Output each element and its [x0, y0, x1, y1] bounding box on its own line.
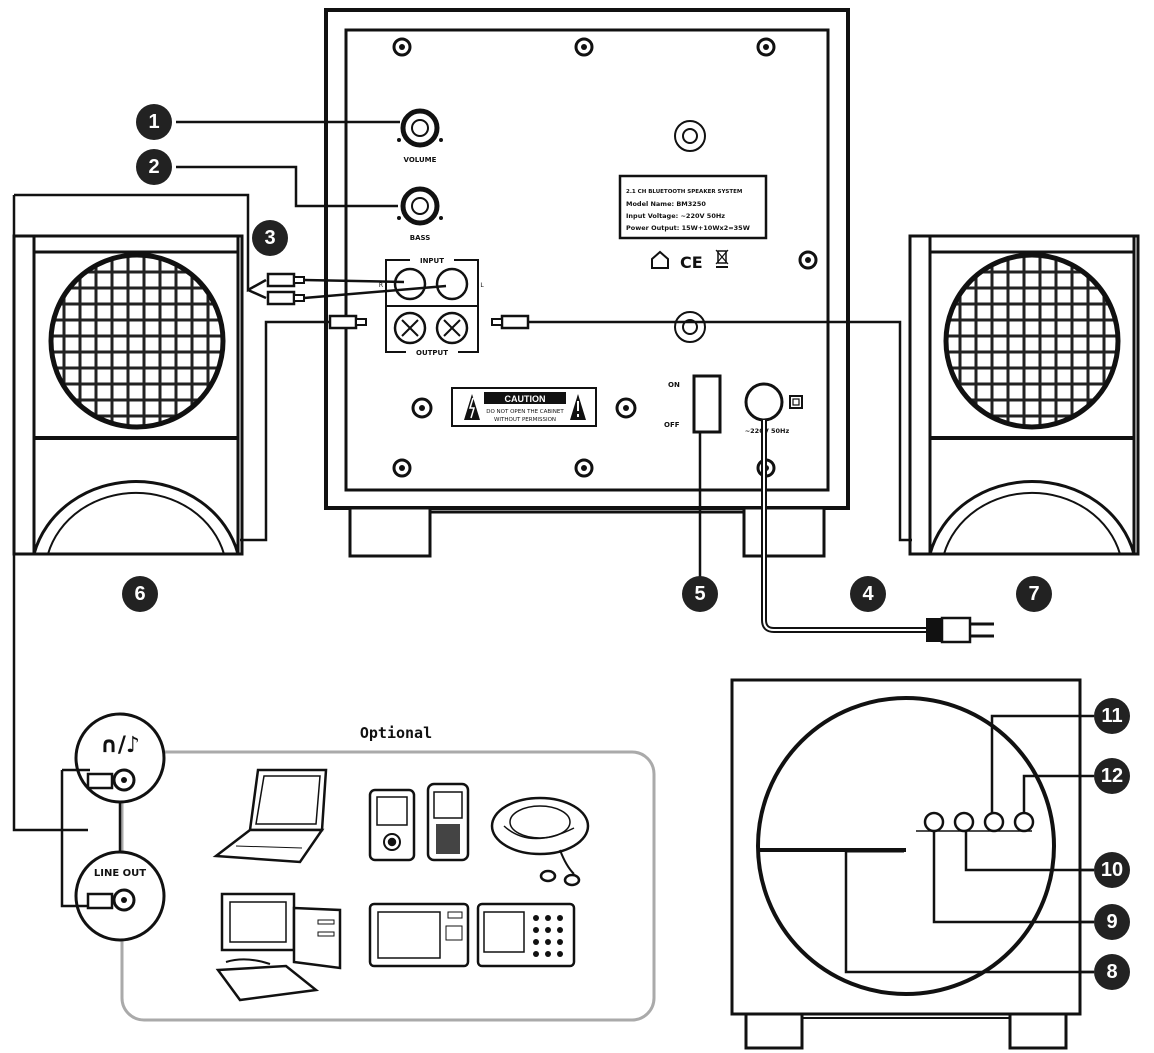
callout-badge-2: 2 [136, 149, 172, 185]
rating-line-3: Input Voltage: ~220V 50Hz [626, 212, 725, 220]
house-icon [651, 250, 669, 269]
svg-text:1: 1 [148, 111, 159, 133]
svg-text:9: 9 [1106, 911, 1117, 933]
callout-badges: 1 2 3 4 5 6 7 8 9 10 11 12 [122, 104, 1130, 990]
screw-icon [756, 37, 776, 57]
screw-icon [615, 397, 637, 419]
callout-badge-9: 9 [1094, 904, 1130, 940]
screw-icon [411, 397, 433, 419]
callout-badge-4: 4 [850, 576, 886, 612]
screw-icon [574, 458, 594, 478]
input-label: INPUT [420, 257, 444, 265]
left-satellite-speaker [12, 234, 244, 556]
svg-text:11: 11 [1101, 705, 1122, 727]
tablet-device-icon [368, 902, 470, 968]
io-panel [385, 259, 479, 353]
control-button-icon [1013, 811, 1035, 833]
subwoofer-rear: VOLUME BASS INPUT OUTPUT R L [324, 8, 850, 558]
rca-plug-icon [491, 314, 530, 330]
ce-mark: CE [680, 253, 703, 272]
svg-text:8: 8 [1106, 961, 1117, 983]
svg-text:5: 5 [694, 583, 705, 605]
mobile-phone-icon [426, 782, 470, 862]
volume-label: VOLUME [404, 156, 437, 164]
control-button-icon [953, 811, 975, 833]
power-switch-icon [692, 374, 722, 434]
control-button-icon [923, 811, 945, 833]
subwoofer-front [730, 678, 1082, 1050]
rca-plug-icon [266, 290, 305, 306]
mount-bolt-icon [674, 120, 706, 152]
line-out-label: LINE OUT [94, 868, 146, 879]
rating-line-4: Power Output: 15W+10Wx2=35W [626, 224, 750, 232]
rating-line-1: 2.1 CH BLUETOOTH SPEAKER SYSTEM [626, 189, 742, 195]
screw-icon [392, 458, 412, 478]
screw-icon [798, 250, 818, 270]
switch-on-label: ON [668, 381, 680, 389]
right-satellite-speaker [908, 234, 1140, 556]
headphone-aux-glyph: ∩/♪ [100, 733, 140, 758]
caution-line-1: DO NOT OPEN THE CABINET [486, 409, 564, 415]
mount-bolt-icon [674, 311, 706, 343]
svg-text:10: 10 [1101, 859, 1123, 881]
keypad-device-icon [476, 902, 576, 968]
callout-badge-11: 11 [1094, 698, 1130, 734]
callout-badge-7: 7 [1016, 576, 1052, 612]
callout-badge-1: 1 [136, 104, 172, 140]
svg-text:6: 6 [134, 583, 145, 605]
screw-icon [574, 37, 594, 57]
callout-badge-10: 10 [1094, 852, 1130, 888]
rating-line-2: Model Name: BM3250 [626, 200, 706, 208]
control-button-icon [983, 811, 1005, 833]
weee-bin-icon [715, 249, 729, 268]
media-player-icon [368, 788, 416, 862]
optional-label: Optional [360, 724, 432, 742]
output-label: OUTPUT [416, 349, 448, 357]
bass-knob-icon [397, 186, 443, 226]
rca-plug-icon [266, 272, 305, 288]
switch-off-label: OFF [664, 421, 680, 429]
callout-badge-12: 12 [1094, 758, 1130, 794]
callout-badge-6: 6 [122, 576, 158, 612]
svg-text:12: 12 [1101, 765, 1123, 787]
optional-sources: Optional ∩/♪ LINE OUT [60, 712, 656, 1022]
callout-badge-3: 3 [252, 220, 288, 256]
rca-plug-icon [328, 314, 367, 330]
rating-label-plate: 2.1 CH BLUETOOTH SPEAKER SYSTEM Model Na… [618, 174, 768, 240]
callout-badge-5: 5 [682, 576, 718, 612]
power-input-label: ~220V 50Hz [745, 427, 790, 435]
channel-l-label: L [480, 282, 484, 289]
desktop-computer-icon [215, 892, 342, 1002]
volume-knob-icon [397, 108, 443, 148]
caution-title: CAUTION [505, 394, 546, 404]
power-plug-icon [926, 616, 994, 644]
caution-label-plate: CAUTION DO NOT OPEN THE CABINET WITHOUT … [451, 387, 597, 427]
bass-label: BASS [410, 234, 431, 242]
channel-r-label: R [379, 282, 383, 289]
svg-text:7: 7 [1028, 583, 1039, 605]
svg-text:4: 4 [862, 583, 874, 605]
laptop-icon [212, 768, 328, 864]
cables [12, 193, 994, 832]
svg-text:3: 3 [264, 227, 275, 249]
callout-badge-8: 8 [1094, 954, 1130, 990]
screw-icon [392, 37, 412, 57]
caution-line-2: WITHOUT PERMISSION [494, 417, 556, 423]
svg-text:2: 2 [148, 156, 159, 178]
portable-cd-player-icon [490, 796, 590, 887]
